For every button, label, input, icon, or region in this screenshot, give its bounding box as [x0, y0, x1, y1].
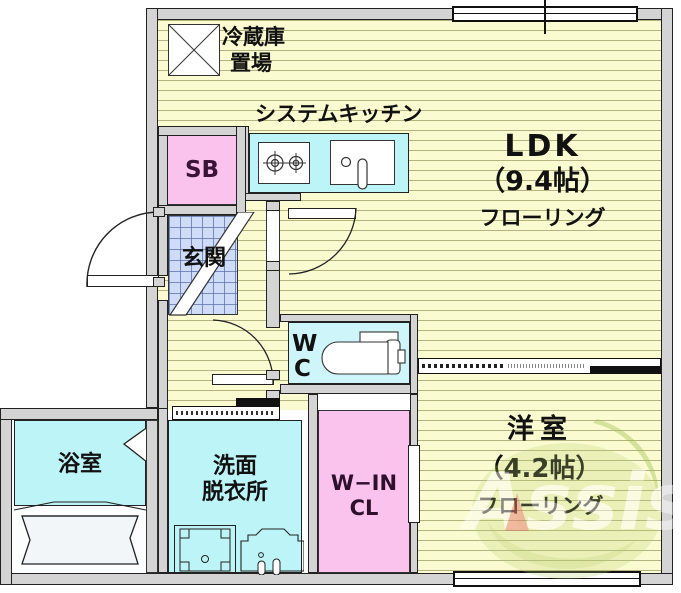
- genkan-label: 玄関: [181, 246, 226, 271]
- sb-wall-right: [236, 126, 246, 214]
- exterior-wall-lower-left: [0, 408, 12, 585]
- toilet-fixture: [321, 331, 406, 375]
- sliding-door-panel-mid[interactable]: [508, 364, 586, 368]
- sliding-door-panel-left[interactable]: [422, 364, 504, 368]
- western-room-size: （4.2帖）: [477, 454, 602, 484]
- wc-wall-bottom: [280, 384, 418, 394]
- kitchen-faucet-icon: [340, 156, 368, 190]
- wc-wall-top: [280, 314, 418, 322]
- kitchen-annotation: システムキッチン: [255, 102, 423, 126]
- partition-jamb-b: [266, 261, 280, 271]
- sliding-door-panel-right[interactable]: [590, 366, 661, 374]
- ldk-door-swing-arc: [288, 208, 357, 275]
- partition-hall-ldk: [266, 201, 280, 261]
- wc-wall-right: [410, 314, 418, 394]
- washer-space-icon: [179, 528, 231, 572]
- room-western-style: [418, 370, 661, 573]
- fridge-label-line2: 置場: [230, 51, 272, 75]
- bathtub: [21, 515, 139, 565]
- window-washitsu-south-rail: [453, 578, 641, 579]
- bathroom-label: 浴室: [57, 452, 102, 477]
- genkan-step-agarikamachi: [168, 212, 255, 316]
- sb-wall-left: [158, 126, 168, 214]
- entrance-door-jamb-bottom: [153, 277, 165, 287]
- sb-wall-top: [158, 126, 246, 136]
- bathroom-folding-door[interactable]: [120, 422, 154, 470]
- walk-in-closet-label-1: W−IN: [330, 471, 398, 495]
- wc-label-c: C: [294, 356, 311, 382]
- ldk-size: （9.4帖）: [478, 166, 607, 197]
- fridge-space-cross-icon: [168, 24, 220, 76]
- vanity-sink: [240, 528, 304, 575]
- room-walk-in-closet: [318, 410, 410, 573]
- washroom-label-2: 脱衣所: [201, 480, 268, 505]
- western-room-label: 洋室: [507, 414, 573, 445]
- walk-in-closet-label-2: CL: [349, 496, 379, 520]
- kitchen-front-wall: [241, 193, 301, 201]
- washroom-label-1: 洗面: [212, 454, 257, 479]
- window-ldk-north-rail: [452, 13, 638, 14]
- exterior-wall-right: [661, 8, 673, 585]
- gas-stove-burner-icon: [263, 151, 306, 175]
- bathroom-wall-right: [146, 420, 158, 573]
- window-ldk-north-mullion: [544, 0, 546, 34]
- bathtub-apron-lines: [14, 501, 146, 511]
- exterior-wall-lowerleft-top: [0, 408, 158, 420]
- wc-label-w: W: [292, 331, 318, 357]
- wincl-wall-left: [308, 394, 318, 573]
- partition-jamb-a: [266, 201, 280, 211]
- window-washroom-louver: [176, 411, 274, 415]
- shoe-box-label: SB: [184, 157, 220, 183]
- ldk-floor-type: フローリング: [479, 206, 606, 230]
- genkan-wall-left-lower: [158, 300, 168, 410]
- wincl-sliding-door[interactable]: [408, 445, 420, 523]
- washroom-door-jamb: [266, 370, 280, 380]
- window-washitsu-south: [453, 571, 641, 587]
- entrance-door-jamb-top: [153, 207, 165, 217]
- entrance-door-swing-arc: [86, 211, 160, 288]
- washer-space: [174, 525, 236, 573]
- ldk-label: LDK: [504, 129, 581, 164]
- western-room-floor-type: フローリング: [477, 494, 604, 518]
- fridge-label-line1: 冷蔵庫: [222, 25, 285, 49]
- washroom-wall-left: [158, 408, 168, 573]
- room-shoe-box: [167, 135, 237, 205]
- hall-threshold: [236, 398, 280, 408]
